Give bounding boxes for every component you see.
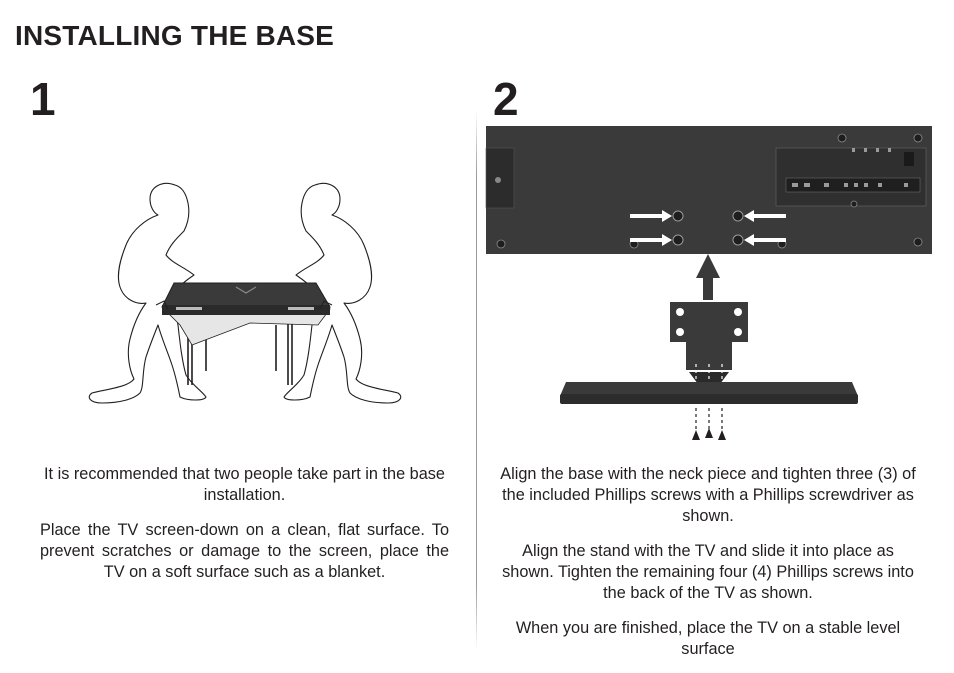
- right-arrow-icon: [630, 210, 672, 222]
- tv-back-neck-base-illustration: [485, 126, 932, 440]
- screw-hole: [732, 234, 744, 246]
- screws: [692, 408, 726, 440]
- screw-hole: [672, 234, 684, 246]
- stand-base: [560, 382, 858, 404]
- step-2-paragraph-3: When you are finished, place the TV on a…: [515, 619, 901, 658]
- page-title: INSTALLING THE BASE: [15, 20, 335, 51]
- left-arrow-icon: [744, 234, 786, 246]
- step-2-paragraph-2: Align the stand with the TV and slide it…: [502, 542, 914, 602]
- screw-hole: [672, 210, 684, 222]
- up-arrow-icon: [696, 254, 720, 300]
- screw-hole: [732, 210, 744, 222]
- two-people-placing-tv-illustration: [88, 182, 402, 404]
- step-2-paragraph-1: Align the base with the neck piece and t…: [500, 465, 916, 525]
- step-1-number: 1: [30, 73, 56, 125]
- neck-piece: [670, 302, 748, 384]
- right-arrow-icon: [630, 234, 672, 246]
- column-divider: [476, 110, 477, 650]
- step-2-number: 2: [493, 73, 519, 125]
- left-arrow-icon: [744, 210, 786, 222]
- step-1-paragraph-2: Place the TV screen-down on a clean, fla…: [40, 521, 449, 581]
- step-1-paragraph-1: It is recommended that two people take p…: [44, 465, 445, 504]
- io-panel: [775, 147, 927, 207]
